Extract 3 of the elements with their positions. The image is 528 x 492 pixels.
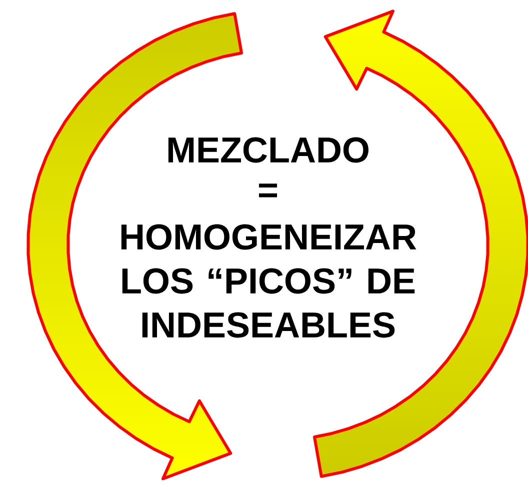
heading-text: = — [258, 184, 278, 198]
heading-text: MEZCLADO — [168, 137, 368, 163]
heading-text: HOMOGENEIZAR LOS “PICOS” DE INDESEABLES — [121, 224, 416, 338]
